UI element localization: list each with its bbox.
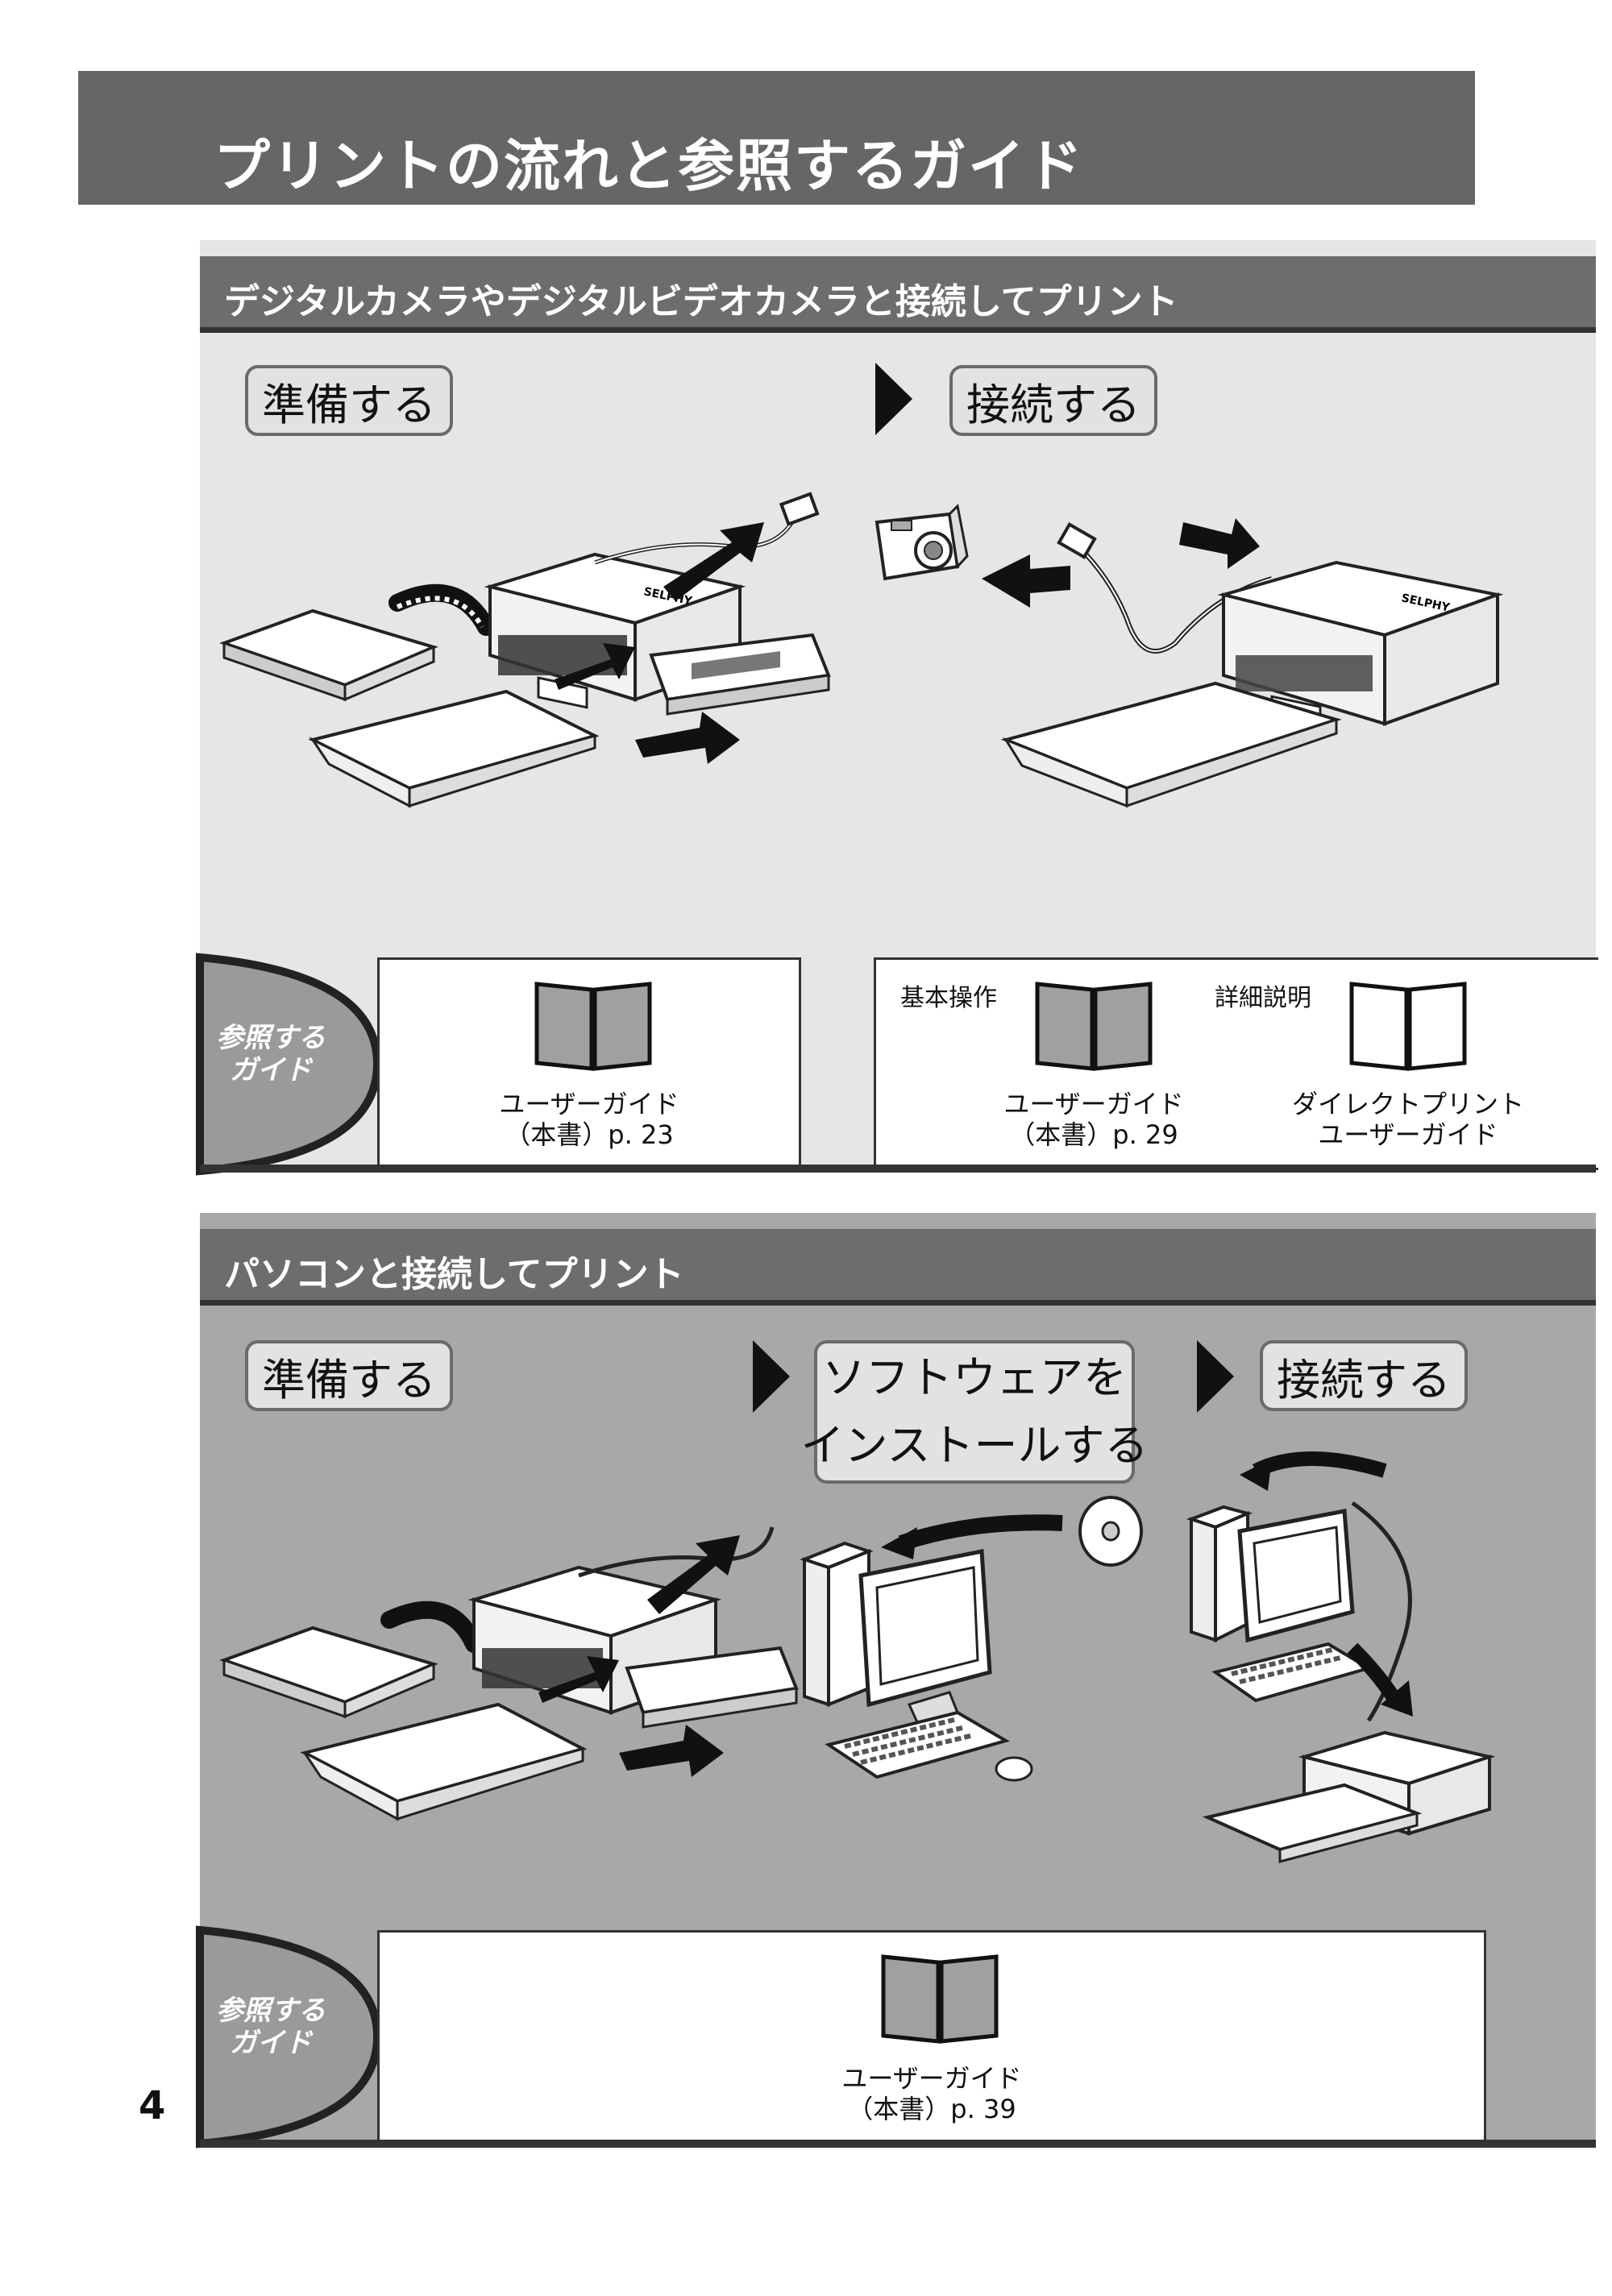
book-open-icon: [881, 1954, 999, 2044]
paper-tray-icon: [1000, 681, 1342, 808]
direct-print-guide-title: ダイレクトプリント: [1291, 1089, 1524, 1119]
guide-book-title: ユーザーガイド: [1003, 1089, 1184, 1119]
guide-box-left: ユーザーガイド （本書）p. 23: [377, 957, 801, 1170]
guide-tab-line1: 参照する: [216, 1022, 326, 1054]
printer-setup-illustration: SELPHY: [219, 492, 831, 808]
paper-tray-icon: [308, 689, 600, 808]
step-install-line2: インストールする: [800, 1420, 1149, 1471]
triangle-right-icon: [875, 363, 912, 435]
section-title: パソコンと接続してプリント: [224, 1254, 684, 1295]
arrow-icon: [663, 522, 764, 601]
section-camera-print: デジタルカメラやデジタルビデオカメラと接続してプリント 準備する 接続する SE…: [196, 240, 1598, 1176]
pc-connect-illustration: [1186, 1451, 1496, 1863]
section-bottom-line: [200, 1165, 1596, 1173]
guide-book-title: ユーザーガイド: [499, 1089, 679, 1119]
step-install-software: ソフトウェアを インストールする: [801, 1340, 1148, 1484]
power-cord-icon: [594, 513, 799, 565]
step-prepare: 準備する: [245, 1340, 453, 1411]
camera-connect-illustration: SELPHY: [875, 503, 1504, 808]
basic-operation-label: 基本操作: [900, 984, 997, 1012]
step-prepare: 準備する: [245, 365, 453, 436]
arrow-icon: [982, 554, 1070, 608]
arrow-icon: [555, 643, 635, 690]
guide-book-page: （本書）p. 39: [847, 2094, 1016, 2124]
camera-icon: [875, 503, 969, 581]
arrow-icon: [635, 712, 740, 764]
section-header: [200, 256, 1596, 333]
detail-label: 詳細説明: [1215, 984, 1311, 1012]
guide-book-page: （本書）p. 29: [1009, 1119, 1178, 1150]
guide-box-right: 基本操作 詳細説明 ユーザーガイド （本書）p. 29 ダイレクトプリント ユー…: [874, 957, 1598, 1170]
guide-tab: 参照する ガイド: [196, 1925, 382, 2149]
arrow-icon: [1179, 518, 1260, 569]
section-pc-print: パソコンと接続してプリント 準備する ソフトウェアを インストールする 接続する: [196, 1213, 1596, 2149]
step-connect: 接続する: [1260, 1340, 1468, 1411]
cd-icon: [1078, 1496, 1143, 1567]
printer-icon: SELPHY: [1217, 560, 1504, 728]
book-open-icon: [1349, 982, 1467, 1071]
step-install-line1: ソフトウェアを: [822, 1352, 1127, 1403]
page-title: プリントの流れと参照するガイド: [214, 133, 1084, 199]
computer-install-illustration: [800, 1496, 1143, 1782]
title-bar: [78, 71, 1475, 205]
computer-icon: [800, 1541, 1033, 1782]
guide-tab-line2: ガイド: [230, 1054, 312, 1086]
guide-tab: 参照する ガイド: [196, 953, 382, 1176]
section-header: [200, 1229, 1596, 1306]
section-title: デジタルカメラやデジタルビデオカメラと接続してプリント: [224, 281, 1178, 322]
step-connect: 接続する: [949, 365, 1157, 436]
arrow-icon: [898, 1514, 1063, 1551]
section-bottom-line: [200, 2140, 1596, 2148]
guide-tab-line1: 参照する: [216, 1995, 326, 2027]
page-number: 4: [139, 2083, 166, 2128]
paper-stack-icon: [219, 608, 438, 702]
book-open-icon: [1035, 982, 1153, 1071]
guide-book-page: （本書）p. 23: [505, 1119, 674, 1150]
triangle-right-icon: [1197, 1340, 1234, 1413]
guide-tab-line2: ガイド: [230, 2027, 312, 2059]
guide-book-title: ユーザーガイド: [841, 2063, 1022, 2094]
book-open-icon: [534, 982, 652, 1071]
curved-arrow-icon: [388, 583, 495, 636]
direct-print-guide-subtitle: ユーザーガイド: [1318, 1119, 1498, 1150]
printer-setup-illustration: [219, 1526, 799, 1821]
triangle-right-icon: [753, 1340, 790, 1413]
guide-box: ユーザーガイド （本書）p. 39: [377, 1930, 1486, 2143]
ink-cartridge-icon: [649, 633, 831, 716]
